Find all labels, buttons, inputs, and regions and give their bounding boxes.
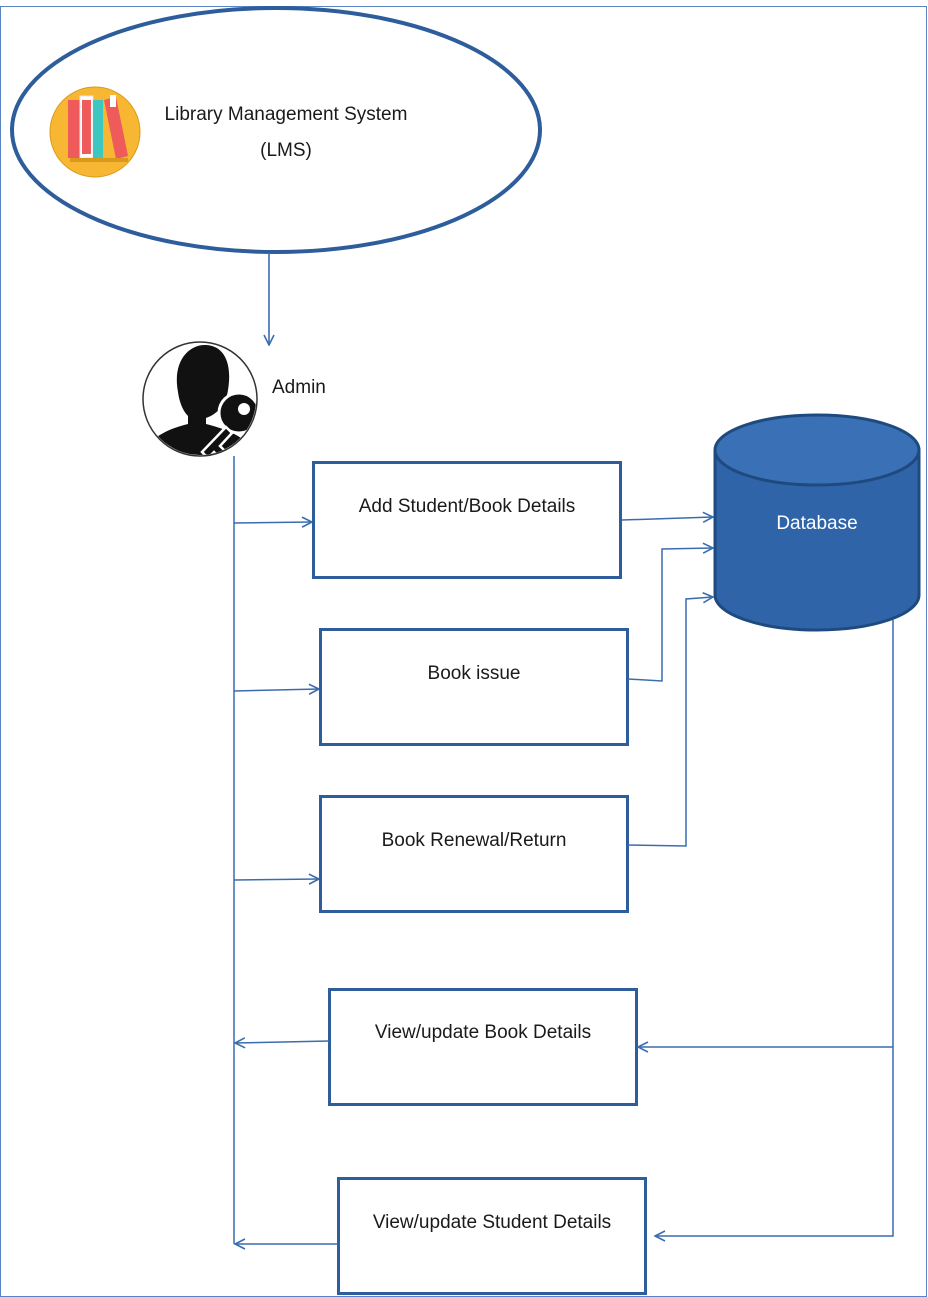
system-title-line2: (LMS)	[260, 140, 312, 161]
arrow-to-add-details	[233, 522, 312, 523]
system-title-line1: Library Management System	[164, 104, 408, 125]
books-icon	[49, 86, 141, 178]
arrow-to-renewal	[233, 879, 319, 880]
process-book-issue-label: Book issue	[427, 663, 521, 684]
arrow-to-book-issue	[233, 689, 319, 691]
process-view-student-label: View/update Student Details	[372, 1212, 612, 1233]
renewal-to-db-arrow	[627, 597, 713, 847]
process-add-details-label: Add Student/Book Details	[358, 496, 576, 517]
db-return-line	[655, 620, 894, 1236]
process-view-book-box	[328, 988, 638, 1106]
process-renewal-label: Book Renewal/Return	[381, 830, 567, 851]
system-ellipse	[10, 6, 542, 254]
process-book-issue-box	[319, 628, 629, 746]
database-label: Database	[776, 513, 858, 534]
book-issue-to-db-arrow	[627, 548, 713, 682]
add-details-to-db-arrow	[621, 517, 713, 520]
process-renewal-box	[319, 795, 629, 913]
database-cylinder-icon	[713, 413, 921, 632]
actor-label: Admin	[272, 377, 326, 398]
process-add-details-box	[312, 461, 622, 579]
process-view-student-box	[337, 1177, 647, 1295]
view-book-to-admin-arrow	[235, 1041, 330, 1043]
admin-key-icon	[142, 341, 258, 457]
process-view-book-label: View/update Book Details	[374, 1022, 592, 1043]
